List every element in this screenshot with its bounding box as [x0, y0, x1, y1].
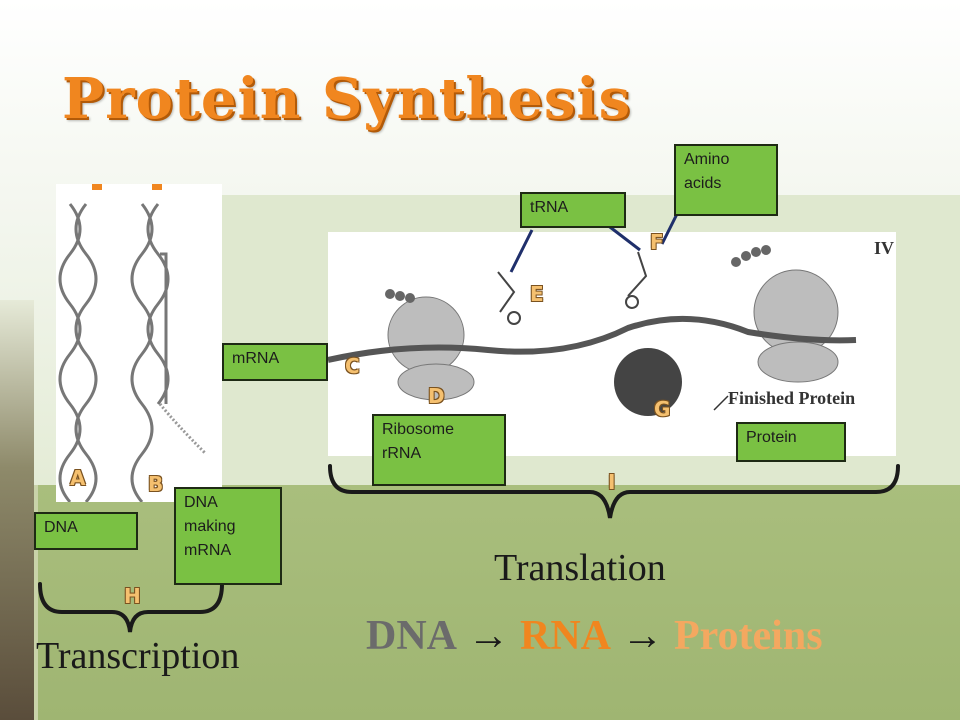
marker-letter-f: F — [650, 230, 664, 254]
left-decor-bar — [0, 300, 34, 720]
label-box-mrna: mRNA — [222, 343, 328, 381]
flow-dna: DNA — [366, 613, 457, 659]
flow-proteins: Proteins — [674, 613, 823, 659]
finished-protein-label: Finished Protein — [728, 388, 855, 408]
translation-caption: Translation — [494, 547, 666, 589]
transcription-brace — [38, 582, 224, 633]
flow-arrow-2: → — [611, 613, 674, 659]
flow-arrow-1: → — [457, 613, 520, 659]
translation-figure: IV Finished Protein — [327, 232, 896, 456]
label-box-dna-making-mrna: DNA making mRNA — [174, 487, 282, 585]
trna-pointer-line-2 — [605, 222, 641, 252]
marker-letter-g: G — [654, 397, 671, 421]
slide-title: Protein Synthesis — [62, 66, 632, 132]
transcription-caption: Transcription — [36, 635, 240, 677]
dna-helix-figure — [56, 184, 222, 503]
marker-letter-c: C — [345, 354, 360, 378]
label-box-protein: Protein — [736, 422, 846, 462]
flow-rna: RNA — [520, 613, 611, 659]
marker-letter-a: A — [70, 466, 86, 490]
central-dogma-flow: DNA → RNA → Proteins — [366, 612, 823, 660]
trna-pointer-line — [509, 229, 534, 273]
background-bottom — [0, 485, 960, 720]
left-decor-line — [34, 485, 38, 720]
marker-letter-d: D — [428, 384, 445, 408]
label-box-ribosome: Ribosome rRNA — [372, 414, 506, 486]
marker-letter-e: E — [530, 282, 544, 306]
label-box-amino-acids: Amino acids — [674, 144, 778, 216]
label-box-dna: DNA — [34, 512, 138, 550]
marker-letter-b: B — [148, 472, 164, 496]
label-box-trna: tRNA — [520, 192, 626, 228]
marker-letter-h: H — [124, 584, 141, 608]
translation-brace — [328, 464, 900, 519]
marker-letter-i: I — [608, 470, 616, 494]
stage-label: IV — [874, 238, 894, 258]
